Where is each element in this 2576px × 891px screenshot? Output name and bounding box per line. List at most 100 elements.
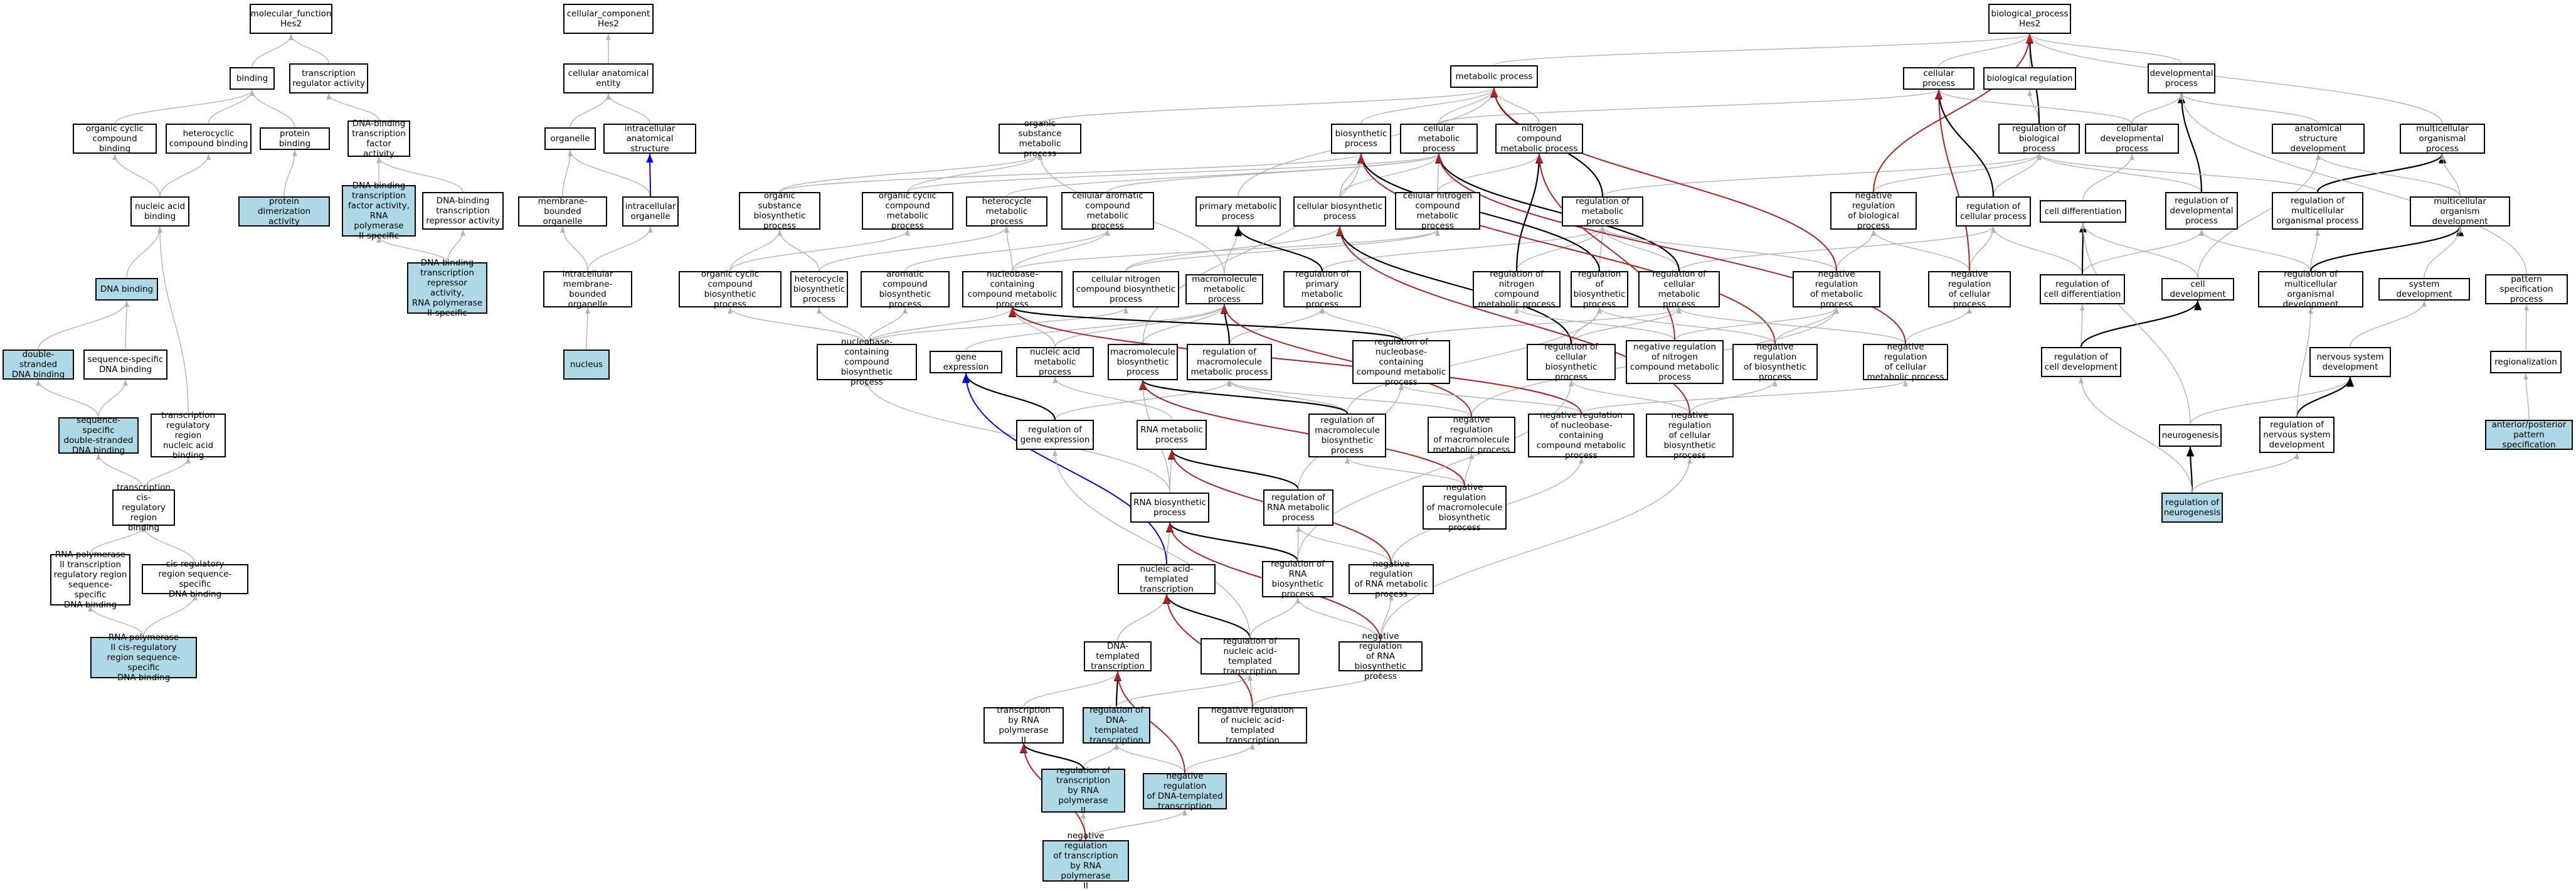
term-node[interactable]: regulation of developmental process: [2165, 192, 2238, 230]
term-node[interactable]: regulation of gene expression: [1016, 420, 1094, 450]
term-node[interactable]: nucleic acid metabolic process: [1016, 347, 1094, 377]
term-node[interactable]: cell differentiation: [2040, 200, 2126, 223]
term-node[interactable]: negative regulation of metabolic process: [1793, 269, 1880, 309]
term-node[interactable]: protein binding: [260, 127, 330, 150]
term-node[interactable]: binding: [230, 67, 275, 90]
term-node[interactable]: nucleic acid binding: [130, 196, 189, 227]
term-node[interactable]: heterocycle biosynthetic process: [790, 271, 848, 307]
term-node[interactable]: regulation of nucleic acid-templated tra…: [1201, 636, 1300, 676]
term-node[interactable]: nucleus: [563, 349, 610, 380]
term-node[interactable]: developmental process: [2148, 63, 2215, 93]
term-node[interactable]: regulation of RNA biosynthetic process: [1262, 559, 1333, 599]
term-node[interactable]: negative regulation of cellular biosynth…: [1646, 410, 1734, 461]
term-node[interactable]: molecular_function Hes2: [250, 4, 332, 34]
term-node[interactable]: organic cyclic compound metabolic proces…: [862, 191, 953, 231]
term-node[interactable]: regulation of DNA-templated transcriptio…: [1083, 705, 1150, 745]
term-node[interactable]: sequence-specific DNA binding: [83, 349, 167, 380]
term-node[interactable]: negative regulation of cellular process: [1928, 269, 2011, 309]
term-node[interactable]: heterocyclic compound binding: [166, 124, 252, 154]
term-node[interactable]: biological_process Hes2: [1988, 4, 2071, 34]
term-node[interactable]: regulation of transcription by RNA polym…: [1041, 766, 1125, 816]
term-node[interactable]: negative regulation of DNA-templated tra…: [1143, 771, 1227, 811]
term-node[interactable]: negative regulation of biological proces…: [1830, 191, 1917, 231]
term-node[interactable]: regulation of nucleobase-containing comp…: [1352, 337, 1450, 387]
term-node[interactable]: protein dimerization activity: [238, 196, 330, 227]
term-node[interactable]: cellular biosynthetic process: [1293, 196, 1386, 227]
term-node[interactable]: cellular metabolic process: [1400, 124, 1478, 154]
term-node[interactable]: sequence-specific double-stranded DNA bi…: [58, 415, 139, 456]
term-node[interactable]: regionalization: [2490, 351, 2562, 373]
term-node[interactable]: regulation of metabolic process: [1562, 196, 1643, 227]
term-node[interactable]: cell development: [2161, 278, 2234, 301]
term-node[interactable]: multicellular organismal process: [2400, 124, 2485, 154]
term-node[interactable]: heterocycle metabolic process: [966, 196, 1047, 227]
term-node[interactable]: regulation of macromolecule biosynthetic…: [1308, 413, 1386, 457]
term-node[interactable]: cellular nitrogen compound biosynthetic …: [1073, 271, 1179, 307]
term-node[interactable]: nervous system development: [2309, 347, 2391, 377]
term-node[interactable]: regulation of cell differentiation: [2040, 274, 2125, 304]
term-node[interactable]: system development: [2378, 278, 2470, 301]
term-node[interactable]: transcription by RNA polymerase II: [983, 705, 1064, 745]
term-node[interactable]: DNA binding: [95, 278, 158, 301]
term-node[interactable]: cellular_component Hes2: [563, 4, 654, 34]
term-node[interactable]: organic cyclic compound biosynthetic pro…: [679, 269, 782, 309]
term-node[interactable]: regulation of neurogenesis: [2161, 493, 2223, 523]
term-node[interactable]: DNA-binding transcription factor activit…: [342, 181, 416, 241]
term-node[interactable]: anterior/posterior pattern specification: [2485, 420, 2573, 450]
term-node[interactable]: regulation of biosynthetic process: [1571, 269, 1628, 309]
term-node[interactable]: RNA polymerase II transcription regulato…: [50, 550, 130, 610]
term-node[interactable]: regulation of multicellular organismal d…: [2258, 269, 2363, 309]
term-node[interactable]: cellular developmental process: [2085, 124, 2179, 154]
term-node[interactable]: organelle: [544, 127, 596, 150]
term-node[interactable]: macromolecule metabolic process: [1185, 274, 1263, 304]
term-node[interactable]: regulation of multicellular organismal p…: [2272, 192, 2363, 230]
term-node[interactable]: negative regulation of RNA biosynthetic …: [1338, 631, 1423, 681]
term-node[interactable]: neurogenesis: [2159, 424, 2222, 447]
term-node[interactable]: transcription regulator activity: [289, 63, 368, 93]
term-node[interactable]: nucleic acid-templated transcription: [1118, 564, 1216, 594]
term-node[interactable]: double-stranded DNA binding: [3, 349, 74, 380]
term-node[interactable]: regulation of cellular biosynthetic proc…: [1527, 342, 1616, 382]
term-node[interactable]: organic substance metabolic process: [999, 119, 1081, 159]
term-node[interactable]: RNA polymerase II cis-regulatory region …: [90, 632, 197, 683]
term-node[interactable]: RNA biosynthetic process: [1130, 493, 1209, 523]
term-node[interactable]: DNA-binding transcription repressor acti…: [407, 258, 487, 318]
term-node[interactable]: intracellular anatomical structure: [603, 124, 696, 154]
term-node[interactable]: negative regulation of macromolecule met…: [1428, 415, 1515, 455]
term-node[interactable]: cellular nitrogen compound metabolic pro…: [1395, 191, 1480, 231]
term-node[interactable]: cis-regulatory region sequence-specific …: [142, 559, 248, 599]
term-node[interactable]: negative regulation of RNA metabolic pro…: [1349, 559, 1434, 599]
term-node[interactable]: regulation of cell development: [2041, 347, 2121, 377]
term-node[interactable]: negative regulation of biosynthetic proc…: [1732, 342, 1818, 382]
term-node[interactable]: cellular process: [1903, 67, 1974, 90]
term-node[interactable]: primary metabolic process: [1195, 196, 1281, 227]
term-node[interactable]: negative regulation of cellular metaboli…: [1863, 342, 1948, 382]
term-node[interactable]: intracellular membrane-bounded organelle: [543, 269, 632, 309]
term-node[interactable]: regulation of cellular metabolic process: [1638, 269, 1720, 309]
term-node[interactable]: regulation of RNA metabolic process: [1263, 489, 1333, 526]
term-node[interactable]: regulation of nervous system development: [2259, 417, 2335, 453]
term-node[interactable]: nucleobase-containing compound biosynthe…: [817, 337, 917, 387]
term-node[interactable]: negative regulation of nucleobase-contai…: [1528, 410, 1635, 461]
term-node[interactable]: nitrogen compound metabolic process: [1495, 124, 1583, 154]
term-node[interactable]: DNA-binding transcription repressor acti…: [422, 192, 504, 230]
term-node[interactable]: macromolecule biosynthetic process: [1108, 344, 1178, 380]
term-node[interactable]: regulation of macromolecule metabolic pr…: [1187, 344, 1272, 380]
term-node[interactable]: organic cyclic compound binding: [73, 124, 157, 154]
term-node[interactable]: negative regulation of macromolecule bio…: [1423, 483, 1507, 533]
term-node[interactable]: regulation of nitrogen compound metaboli…: [1473, 269, 1561, 309]
term-node[interactable]: negative regulation of nitrogen compound…: [1626, 340, 1724, 384]
term-node[interactable]: membrane-bounded organelle: [518, 196, 607, 227]
term-node[interactable]: metabolic process: [1450, 65, 1538, 88]
term-node[interactable]: negative regulation of transcription by …: [1042, 831, 1129, 891]
term-node[interactable]: organic substance biosynthetic process: [739, 191, 820, 231]
term-node[interactable]: anatomical structure development: [2272, 124, 2365, 154]
term-node[interactable]: regulation of primary metabolic process: [1283, 269, 1361, 309]
term-node[interactable]: DNA-binding transcription factor activit…: [347, 119, 410, 159]
term-node[interactable]: biosynthetic process: [1331, 124, 1391, 154]
term-node[interactable]: RNA metabolic process: [1137, 420, 1207, 450]
term-node[interactable]: intracellular organelle: [622, 196, 679, 227]
term-node[interactable]: nucleobase-containing compound metabolic…: [962, 269, 1063, 309]
term-node[interactable]: pattern specification process: [2485, 274, 2568, 304]
term-node[interactable]: multicellular organism development: [2410, 196, 2510, 227]
